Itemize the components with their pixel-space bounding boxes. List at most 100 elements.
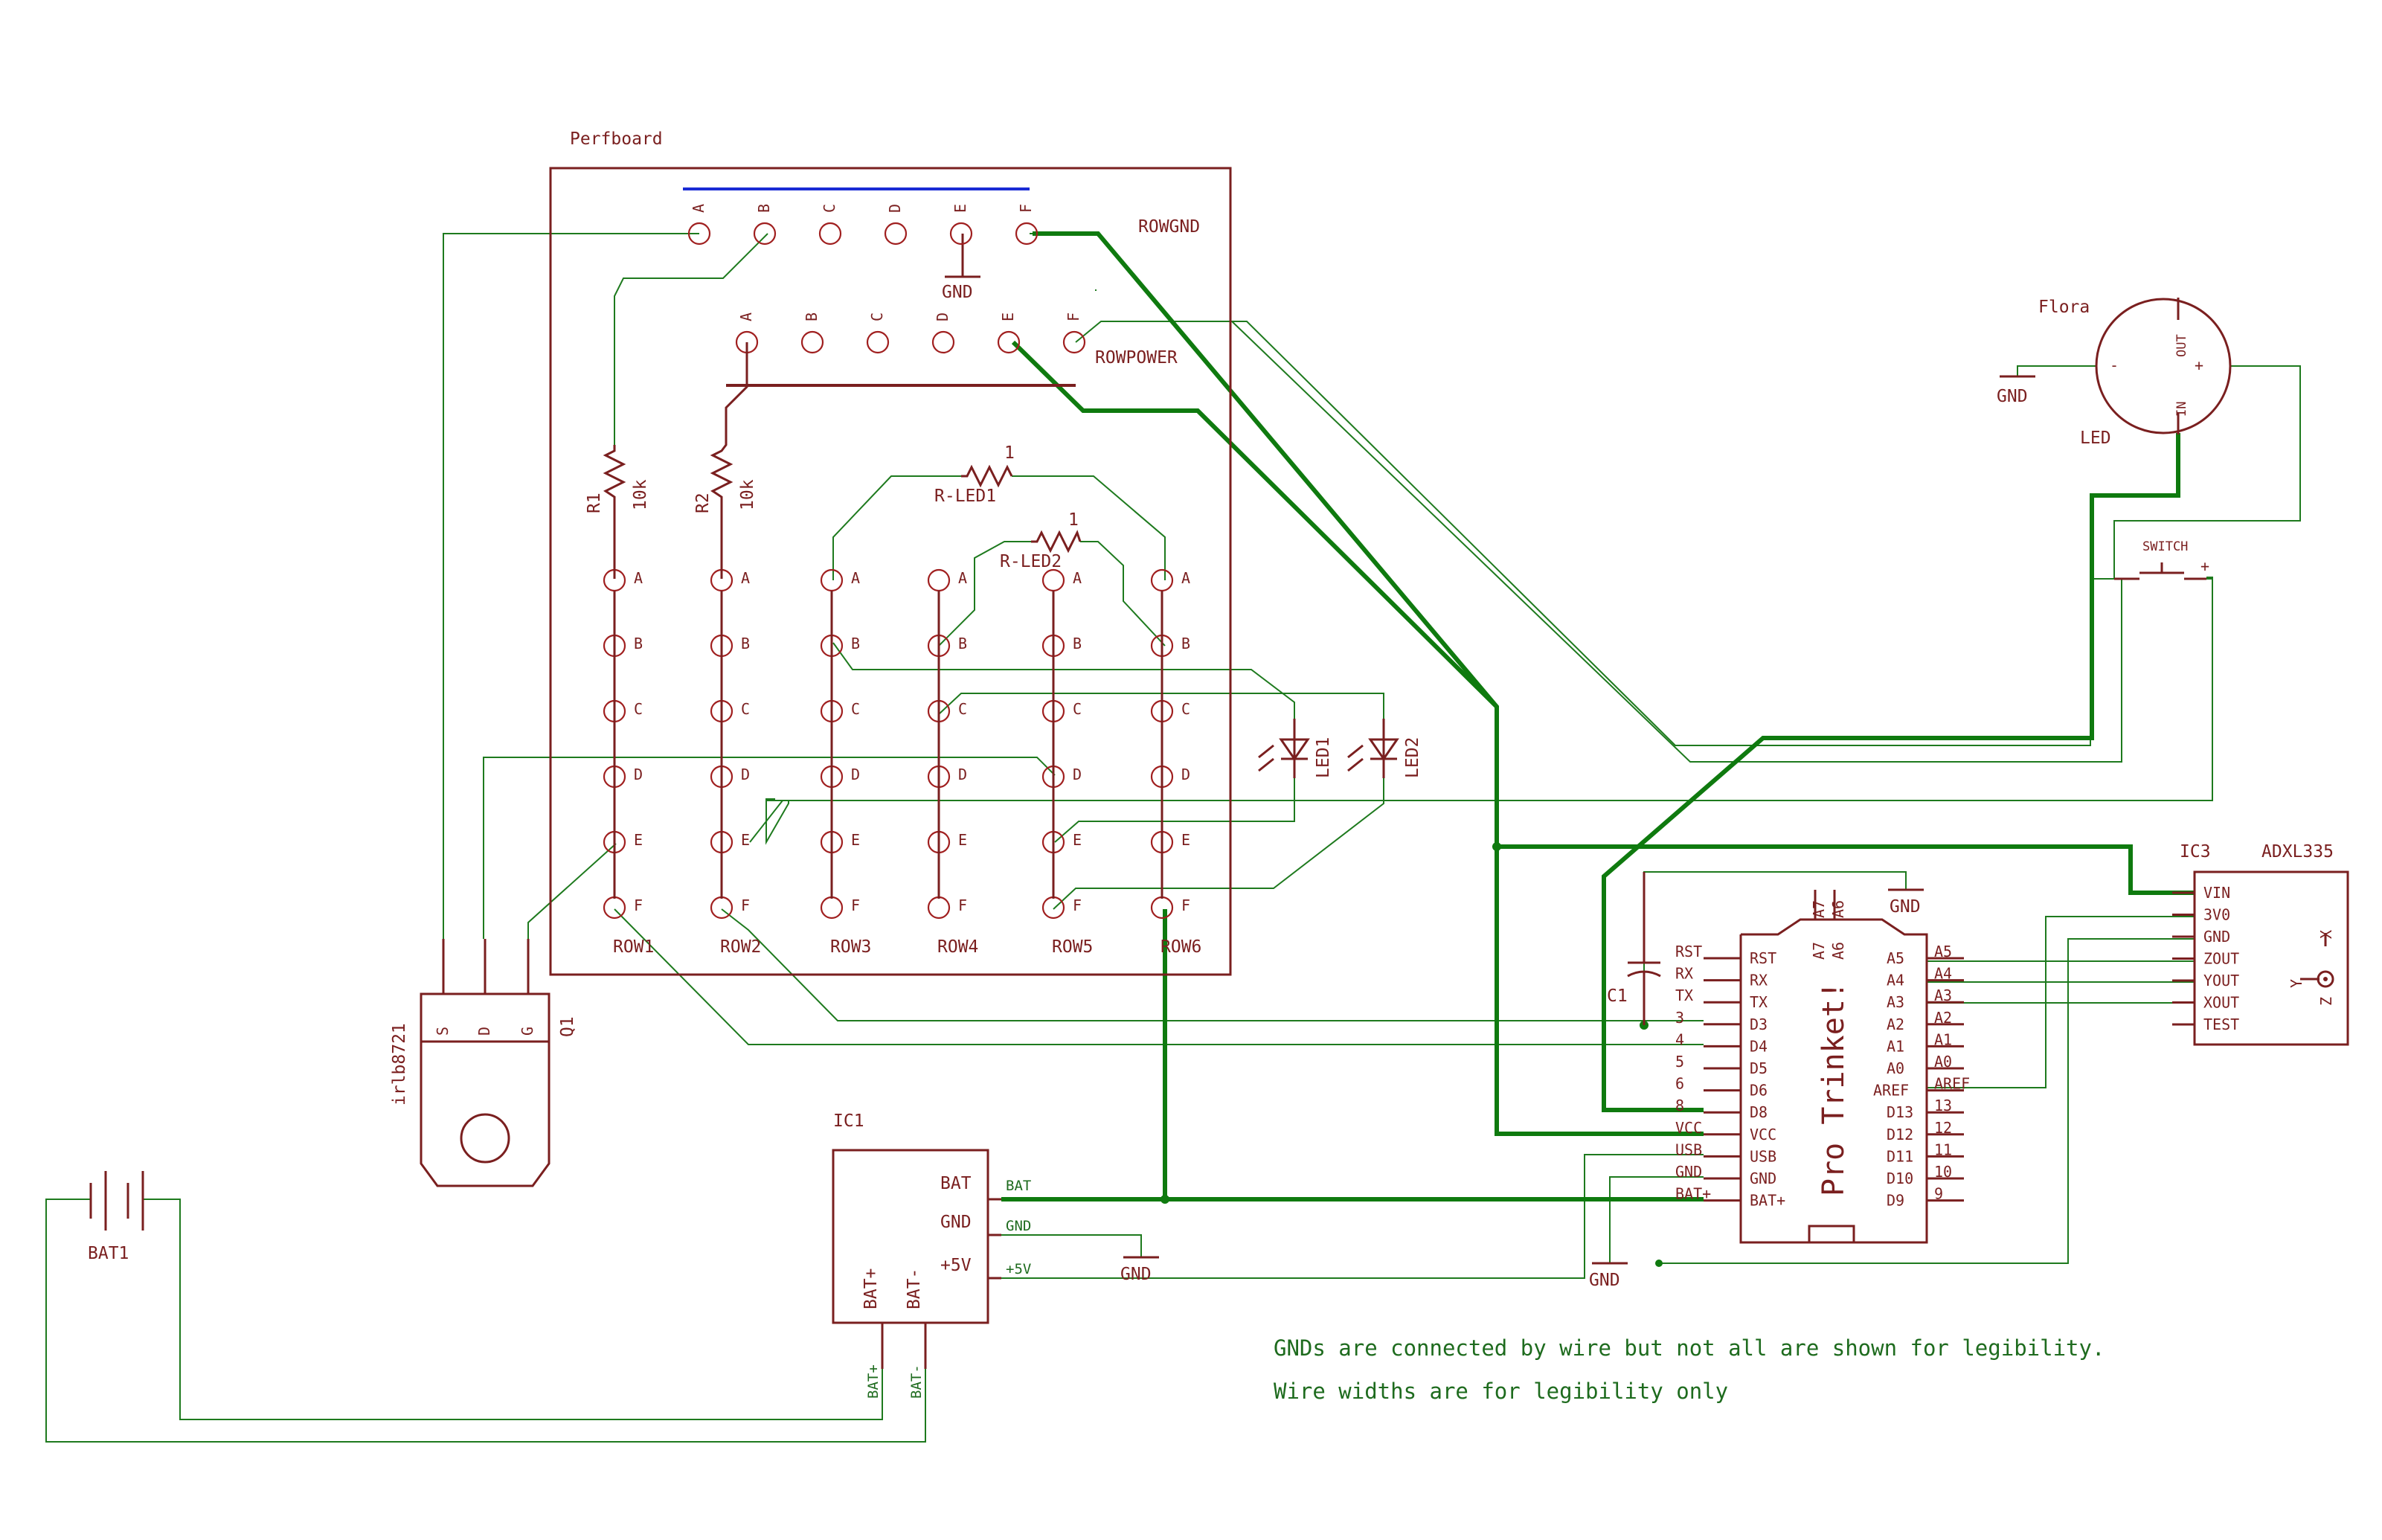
- battery-label: BAT1: [88, 1244, 129, 1263]
- q1-name: Q1: [558, 1016, 577, 1037]
- pad-col-label: F: [958, 896, 967, 914]
- perfboard-title: Perfboard: [570, 129, 663, 149]
- pad-col-label: A: [851, 569, 860, 587]
- pad-col-label: C: [958, 700, 967, 718]
- trinket-pin-d3: D3: [1750, 1016, 1768, 1033]
- trinket-pin-rst: RST: [1750, 949, 1776, 967]
- rowgnd-col-label: F: [1017, 204, 1035, 213]
- q1-tab-hole: [460, 1113, 510, 1164]
- r2-name: R2: [693, 493, 713, 513]
- ic1-pin-gnd: GND: [940, 1213, 972, 1232]
- pad-col-label: E: [634, 831, 643, 849]
- perfboard-outline: [549, 167, 1232, 976]
- pad-row6-f: [1150, 896, 1174, 920]
- trinket-top-a6-inner: A6: [1829, 942, 1847, 960]
- pad-col-label: D: [741, 766, 750, 783]
- wire-row1f-to-d4: [614, 908, 1704, 1045]
- switch-label: SWITCH: [2142, 539, 2188, 554]
- adxl-pin-xout: XOUT: [2203, 994, 2239, 1012]
- rowgnd-gnd-label: GND: [942, 283, 973, 302]
- resistor-rled2: R-LED2 1: [1000, 510, 1082, 571]
- pad-row5-f: [1041, 896, 1065, 920]
- rled2-name: R-LED2: [1000, 552, 1062, 571]
- led2-rays-icon: [1347, 744, 1364, 772]
- rowgnd-pad-a: [687, 222, 711, 246]
- rowgnd-pad-b: [753, 222, 777, 246]
- ic1-net-batplus: BAT+: [865, 1364, 882, 1399]
- rowgnd-col-label: B: [755, 204, 773, 213]
- q1-pin-g: G: [519, 1027, 536, 1036]
- trinket-net-label: 13: [1934, 1097, 1952, 1114]
- pad-col-label: B: [741, 635, 750, 652]
- pad-col-label: E: [1073, 831, 1082, 849]
- led1-rays-icon: [1258, 744, 1274, 772]
- wire-switch-minus: [1231, 321, 2122, 763]
- wire-rled1-left: [832, 475, 961, 580]
- pad-row4-f: [927, 896, 951, 920]
- note-gnd: GNDs are connected by wire but not all a…: [1274, 1335, 2105, 1361]
- ic1-pin-batminus: BAT-: [905, 1268, 924, 1309]
- trinket-pin-d5: D5: [1750, 1059, 1768, 1077]
- pad-col-label: F: [1073, 896, 1082, 914]
- ic1-net-bat: BAT: [1006, 1178, 1031, 1194]
- q1-part: irlb8721: [390, 1023, 409, 1106]
- pad-col-label: F: [851, 896, 860, 914]
- pad-col-label: D: [1181, 766, 1190, 783]
- wire-trinket-gnd: [1609, 1176, 1704, 1263]
- rowpower-pad-f: [1062, 330, 1086, 354]
- rowgnd-pad-c: [818, 222, 842, 246]
- pad-row6-a: [1150, 568, 1174, 592]
- wire-row2f-to-d3: [721, 908, 1704, 1021]
- trinket-pin-d11: D11: [1887, 1147, 1913, 1165]
- row-label-5: ROW5: [1052, 937, 1093, 957]
- row-label-4: ROW4: [937, 937, 978, 957]
- wire-flora-gnd: [2017, 365, 2096, 376]
- trinket-pin-a4: A4: [1887, 972, 1904, 989]
- adxl-axis-x: X: [2317, 930, 2335, 939]
- thin-wires: [45, 233, 2301, 1443]
- r1-name: R1: [585, 493, 604, 513]
- trinket-net-label: A3: [1934, 986, 1952, 1004]
- led2-triangle: [1368, 738, 1399, 761]
- rowpower-col-label: F: [1065, 312, 1082, 321]
- junctions: [1160, 842, 1663, 1267]
- rowpower-col-label: C: [868, 312, 886, 321]
- wire-led1-to-row5e: [1054, 778, 1295, 843]
- junction-dot: [1655, 1260, 1663, 1267]
- r2-value: 10k: [738, 479, 757, 510]
- wire-adxl-gnd: [1659, 938, 2195, 1264]
- trinket-top-a6: A6: [1829, 900, 1847, 918]
- trinket-name: Pro Trinket!: [1817, 981, 1851, 1196]
- led1-label: LED1: [1314, 737, 1333, 778]
- pad-col-label: E: [851, 831, 860, 849]
- rled1-name: R-LED1: [934, 487, 996, 506]
- trinket-pin-rx: RX: [1750, 972, 1768, 989]
- pad-col-label: F: [741, 896, 750, 914]
- pad-col-label: E: [958, 831, 967, 849]
- flora-sub: LED: [2080, 429, 2111, 448]
- switch-plus: +: [2200, 557, 2209, 575]
- trinket-pin-a2: A2: [1887, 1016, 1904, 1033]
- wire-5v-to-usb: [1001, 1154, 1704, 1279]
- q1-pin-s: S: [434, 1027, 452, 1036]
- adxl-axis-z: Z: [2317, 997, 2335, 1006]
- resistor-r1: R1 10k: [585, 445, 650, 579]
- flora-plus: +: [2195, 356, 2203, 374]
- pad-col-label: D: [958, 766, 967, 783]
- led2-label: LED2: [1403, 737, 1422, 778]
- resistor-r2: R2 10k: [693, 342, 757, 579]
- trinket-net-label: 10: [1934, 1163, 1952, 1181]
- row-label-1: ROW1: [613, 937, 654, 957]
- led1: LED1: [1258, 719, 1333, 778]
- adxl-name: IC3: [2180, 842, 2211, 862]
- wire-bat-plus: [143, 1199, 883, 1420]
- rowpower-pad-b: [800, 330, 824, 354]
- flora-in: IN: [2174, 402, 2189, 417]
- rowpower-pad-c: [866, 330, 890, 354]
- resistor-rled1: R-LED1 1: [934, 443, 1015, 506]
